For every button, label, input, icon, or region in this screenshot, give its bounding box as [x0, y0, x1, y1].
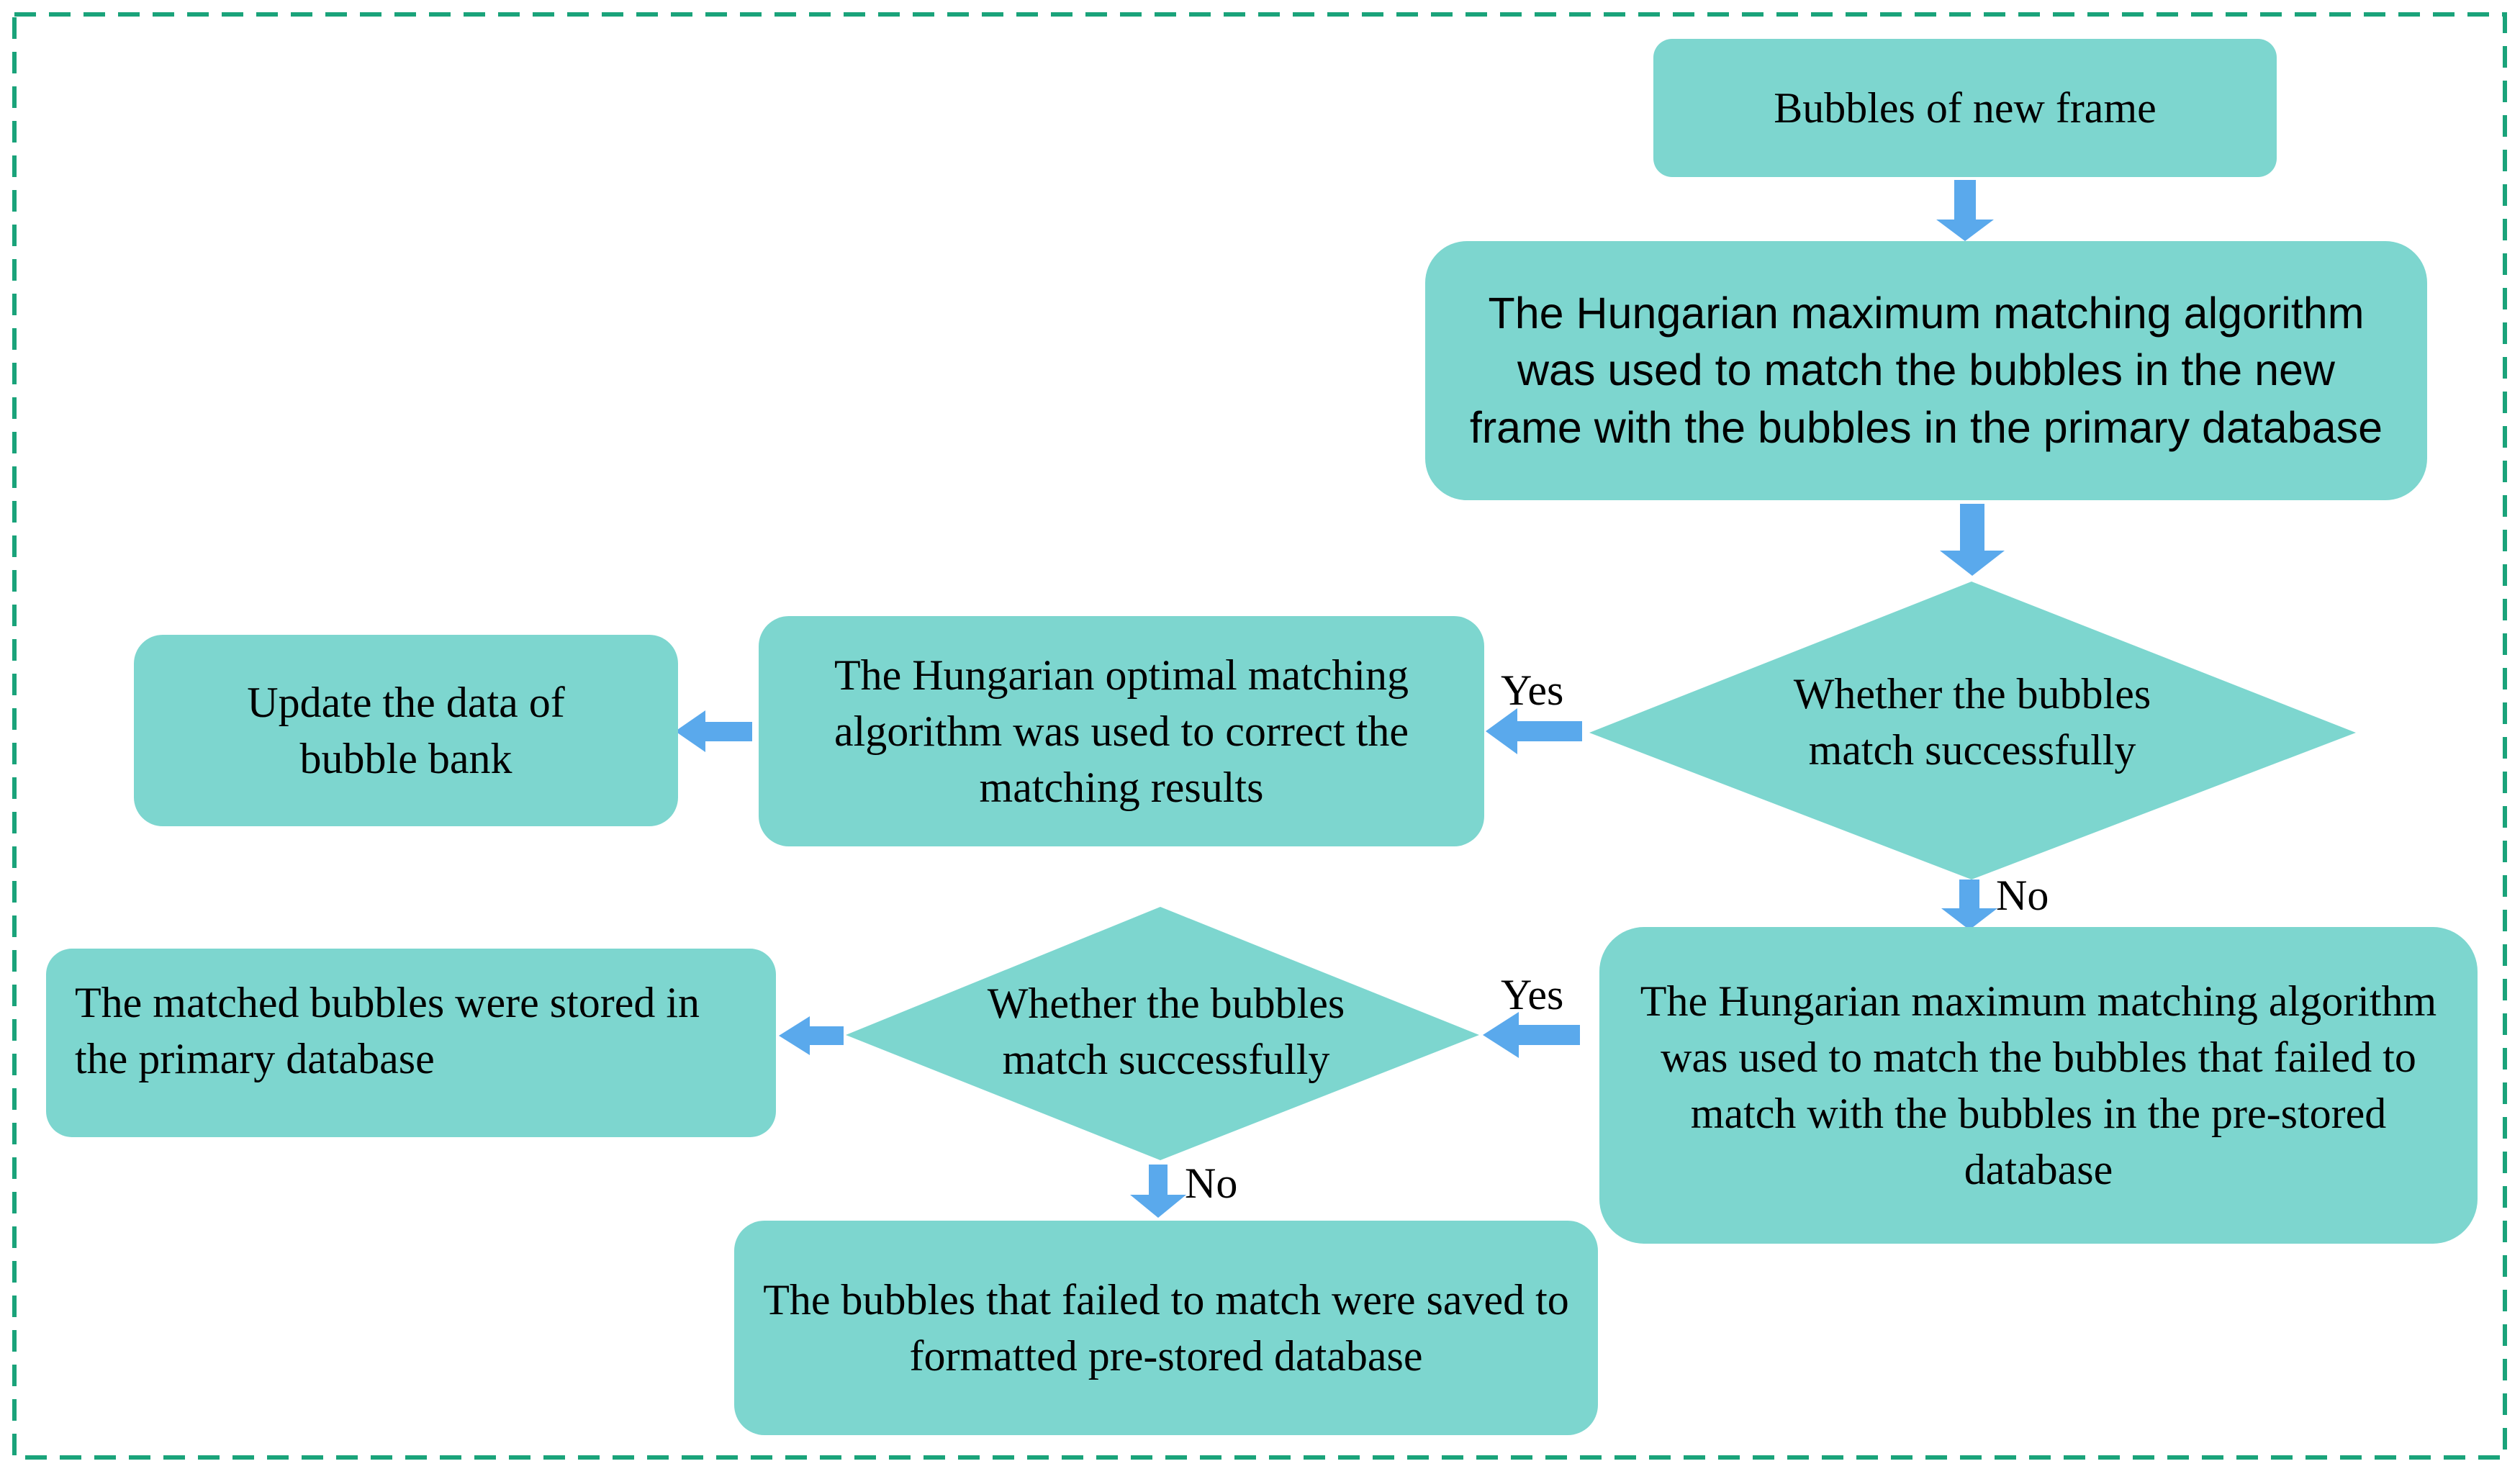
arrow-down-no-2 — [1130, 1165, 1186, 1218]
node-max-match-prestored: The Hungarian maximum matching algorithm… — [1599, 927, 2478, 1244]
node-new-frame: Bubbles of new frame — [1653, 39, 2277, 177]
arrow-left-yes-1 — [1486, 708, 1582, 754]
node-stored-primary-text: The matched bubbles were stored in the p… — [75, 979, 700, 1082]
node-saved-prestored-text: The bubbles that failed to match were sa… — [763, 1276, 1569, 1380]
no-label-1: No — [1996, 872, 2049, 919]
node-stored-primary: The matched bubbles were stored in the p… — [46, 949, 776, 1137]
decision-1-text: Whether the bubbles match successfully — [1793, 670, 2151, 774]
yes-label-1: Yes — [1501, 666, 1564, 714]
node-optimal-correct: The Hungarian optimal matching algorithm… — [759, 616, 1484, 846]
arrow-down-no-1 — [1941, 880, 1997, 930]
node-update-bank: Update the data of bubble bank — [134, 635, 678, 826]
arrow-left-update — [675, 710, 752, 752]
arrow-left-stored — [779, 1016, 844, 1055]
arrow-down-2 — [1940, 504, 2005, 576]
decision-2-text: Whether the bubbles match successfully — [987, 980, 1345, 1083]
arrow-down-1 — [1936, 180, 1994, 241]
node-max-match-prestored-text: The Hungarian maximum matching algorithm… — [1640, 977, 2437, 1193]
no-label-2: No — [1185, 1159, 1238, 1207]
node-new-frame-text: Bubbles of new frame — [1774, 84, 2157, 132]
decision-diamond-1 — [1589, 582, 2356, 880]
node-saved-prestored: The bubbles that failed to match were sa… — [734, 1221, 1598, 1435]
node-max-match-primary-text: The Hungarian maximum matching algorithm… — [1469, 289, 2383, 452]
arrow-left-yes-2 — [1483, 1012, 1580, 1058]
decision-diamond-2 — [846, 907, 1479, 1160]
node-max-match-primary: The Hungarian maximum matching algorithm… — [1425, 241, 2427, 500]
dashed-border — [12, 12, 2507, 1460]
node-update-bank-text: Update the data of bubble bank — [247, 679, 565, 782]
node-optimal-correct-text: The Hungarian optimal matching algorithm… — [834, 651, 1409, 811]
yes-label-2: Yes — [1501, 971, 1564, 1018]
